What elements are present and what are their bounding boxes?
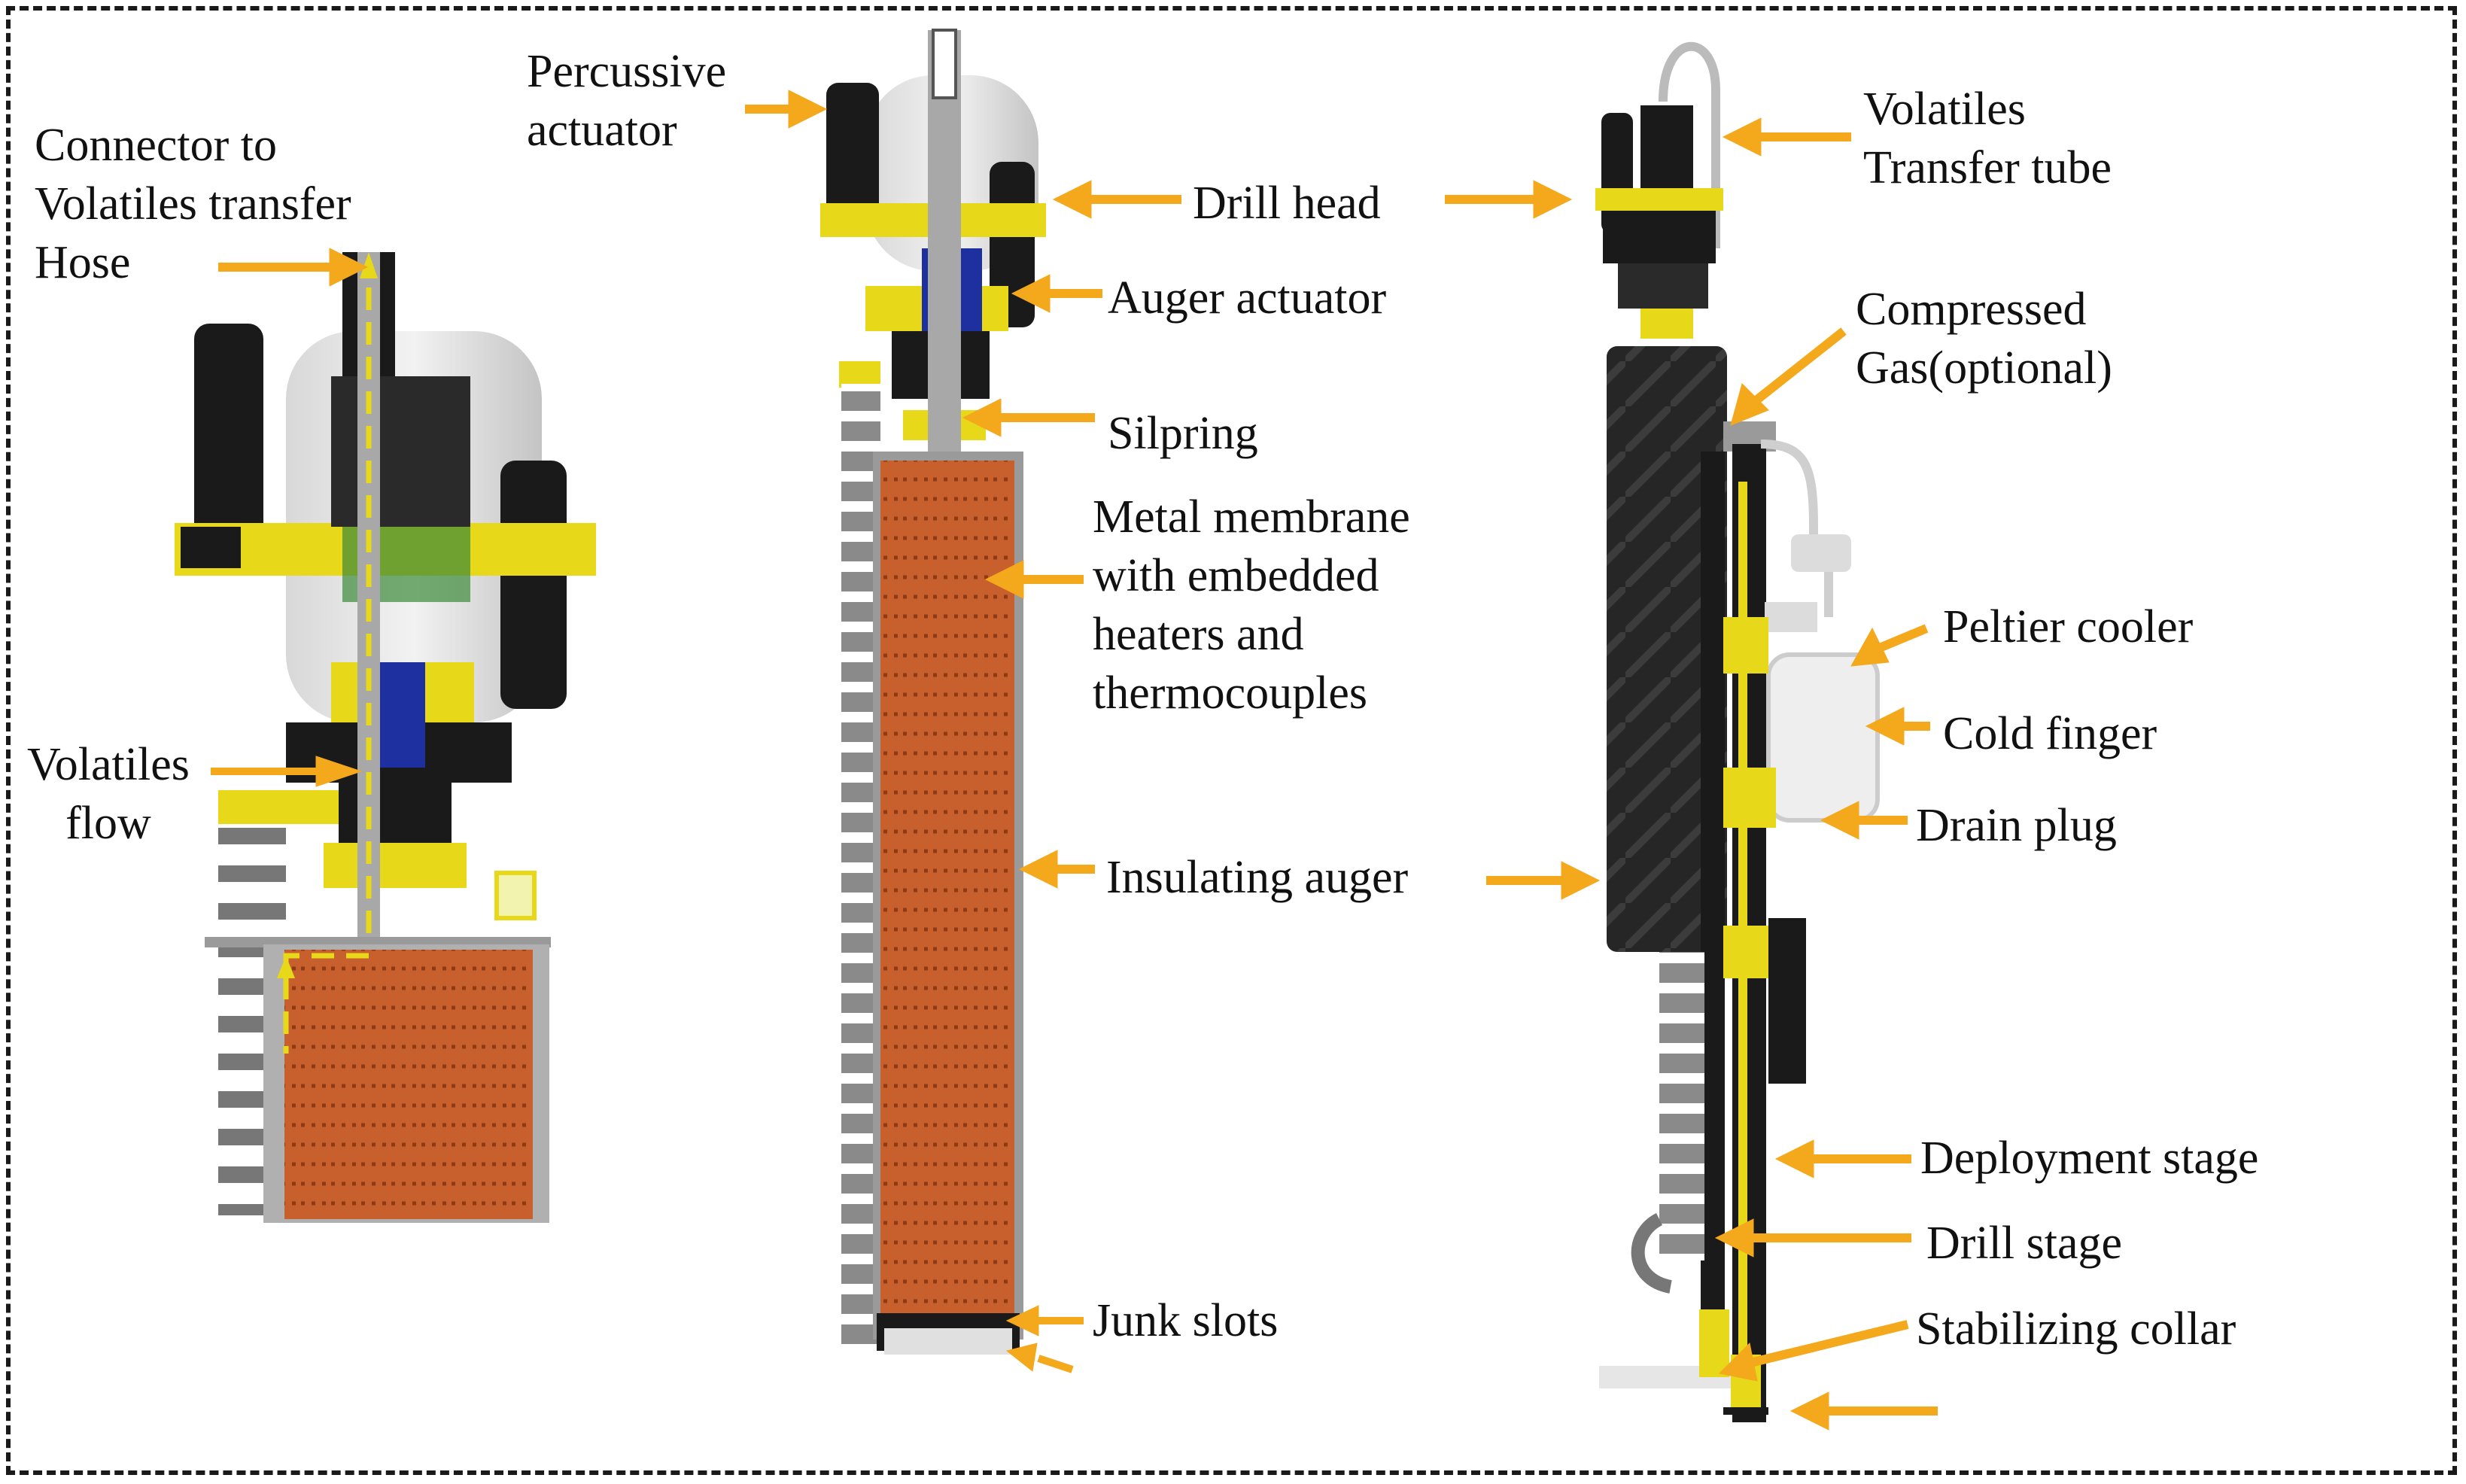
label-compressed-gas: Compressed Gas(optional) (1856, 284, 2112, 394)
left-copper-membrane (284, 950, 533, 1219)
label-drain-plug: Drain plug (1916, 800, 2117, 851)
middle-assembly (820, 29, 1046, 1355)
volatiles-transfer-tube (1659, 41, 1720, 248)
arrow-deployment-stage (1774, 1139, 1911, 1178)
label-deployment-stage: Deployment stage (1920, 1133, 2259, 1184)
right-rail-inner (1701, 452, 1725, 1370)
label-peltier-cooler: Peltier cooler (1943, 601, 2194, 652)
label-insulating-auger: Insulating auger (1106, 852, 1409, 903)
left-motor-right (500, 461, 567, 709)
arrow-volatiles-tube (1722, 117, 1851, 157)
label-volatiles-transfer-tube: Volatiles Transfer tube (1863, 84, 2112, 193)
arrow-insulating-auger-left (1018, 850, 1095, 889)
label-drill-head: Drill head (1193, 178, 1381, 229)
arrow-volatiles-flow (211, 756, 363, 787)
arrow-insulating-auger-right (1486, 861, 1601, 900)
arrow-drain-plug (1820, 801, 1908, 840)
arrow-peltier (1850, 624, 1929, 667)
arrow-drill-stage (1714, 1218, 1911, 1257)
arrow-metal-membrane (984, 560, 1084, 599)
arrow-bottom-plate (1789, 1391, 1938, 1431)
left-assembly (175, 252, 596, 1223)
arrow-connector (218, 248, 369, 287)
arrow-percussive (745, 90, 828, 129)
arrow-cold-finger (1865, 707, 1930, 746)
arrow-drill-head-left (1052, 180, 1181, 219)
label-silpring: Silpring (1108, 408, 1258, 459)
label-cold-finger: Cold finger (1943, 708, 2157, 759)
label-percussive-actuator: Percussive actuator (527, 46, 727, 156)
arrows (211, 90, 1938, 1431)
arrow-drill-head-right (1445, 180, 1573, 219)
cold-finger-shape (1766, 652, 1880, 823)
label-drill-stage: Drill stage (1926, 1218, 2122, 1269)
arrow-junk-slots-2 (1005, 1343, 1074, 1373)
middle-shaft (928, 30, 961, 467)
arrow-junk-slots-1 (1005, 1305, 1084, 1337)
label-junk-slots: Junk slots (1093, 1295, 1279, 1346)
middle-copper-membrane (880, 461, 1014, 1326)
left-motor-left (194, 324, 263, 572)
label-stabilizing-collar: Stabilizing collar (1916, 1303, 2236, 1355)
insulating-auger-body (1607, 346, 1727, 952)
arrow-stabilizing-collar (1718, 1320, 1909, 1382)
label-connector: Connector to Volatiles transfer Hose (35, 120, 351, 288)
arrow-silpring (962, 398, 1095, 437)
dashed-frame (6, 6, 2457, 1475)
label-metal-membrane: Metal membrane with embedded heaters and… (1093, 491, 1410, 719)
arrow-auger-actuator (1011, 274, 1102, 313)
left-central-shaft (357, 252, 380, 937)
label-volatiles-flow: Volatiles flow (27, 739, 190, 849)
label-auger-actuator: Auger actuator (1108, 272, 1387, 324)
right-assembly (1595, 41, 1880, 1422)
arrow-compressed-gas (1730, 327, 1847, 426)
